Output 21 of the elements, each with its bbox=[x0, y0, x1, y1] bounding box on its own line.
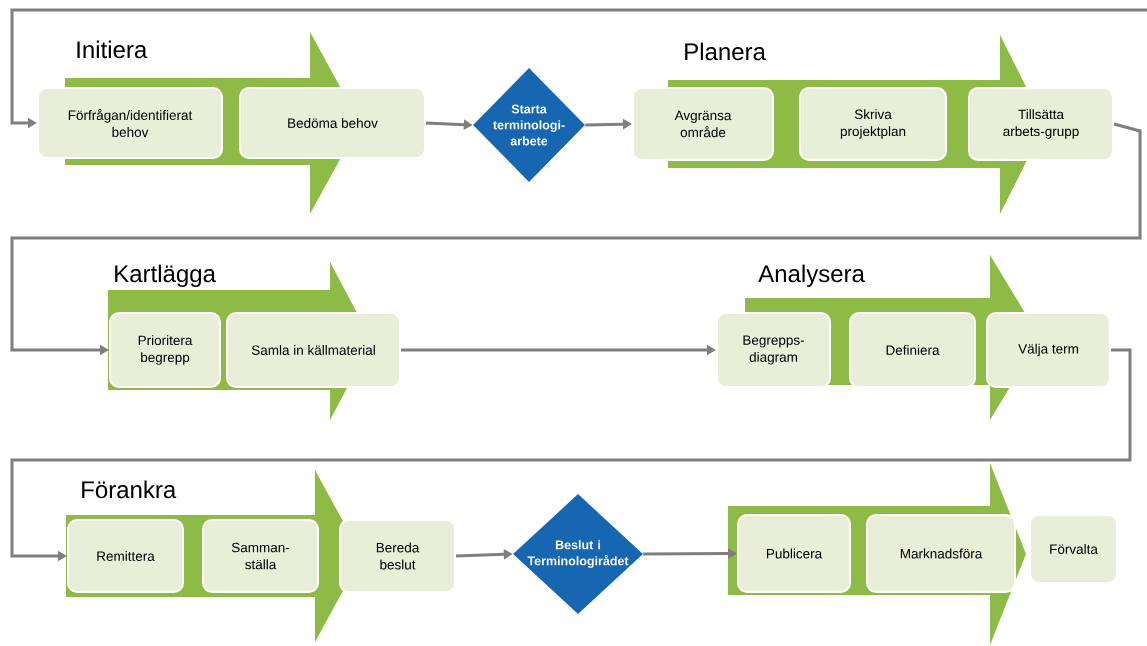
process-box: Bedöma behov bbox=[239, 87, 426, 159]
process-box: Skriva projektplan bbox=[799, 87, 947, 161]
phase-heading: Initiera bbox=[77, 40, 148, 59]
process-box: Begrepps-diagram bbox=[716, 312, 831, 388]
process-box: Definiera bbox=[849, 312, 976, 388]
process-box: Bereda beslut bbox=[339, 519, 456, 593]
phase-heading: Kartlägga bbox=[115, 264, 216, 287]
phase-heading: Analysera bbox=[758, 264, 865, 287]
process-box: Förfrågan/identifierat behov bbox=[37, 87, 223, 159]
phase-heading: Förankra bbox=[82, 480, 177, 499]
process-box: Marknadsföra bbox=[866, 514, 1016, 593]
process-box: Prioritera begrepp bbox=[109, 312, 221, 388]
process-box: Välja term bbox=[986, 312, 1111, 388]
process-box: Publicera bbox=[737, 514, 851, 593]
phase-heading: Planera bbox=[685, 42, 766, 61]
process-box: Remittera bbox=[67, 519, 184, 593]
process-box: Tillsätta arbets-grupp bbox=[968, 87, 1114, 161]
process-box: Samman-ställa bbox=[202, 519, 319, 593]
process-box: Avgränsa område bbox=[632, 87, 774, 161]
process-box: Samla in källmaterial bbox=[226, 312, 401, 388]
process-box: Förvalta bbox=[1029, 514, 1118, 584]
